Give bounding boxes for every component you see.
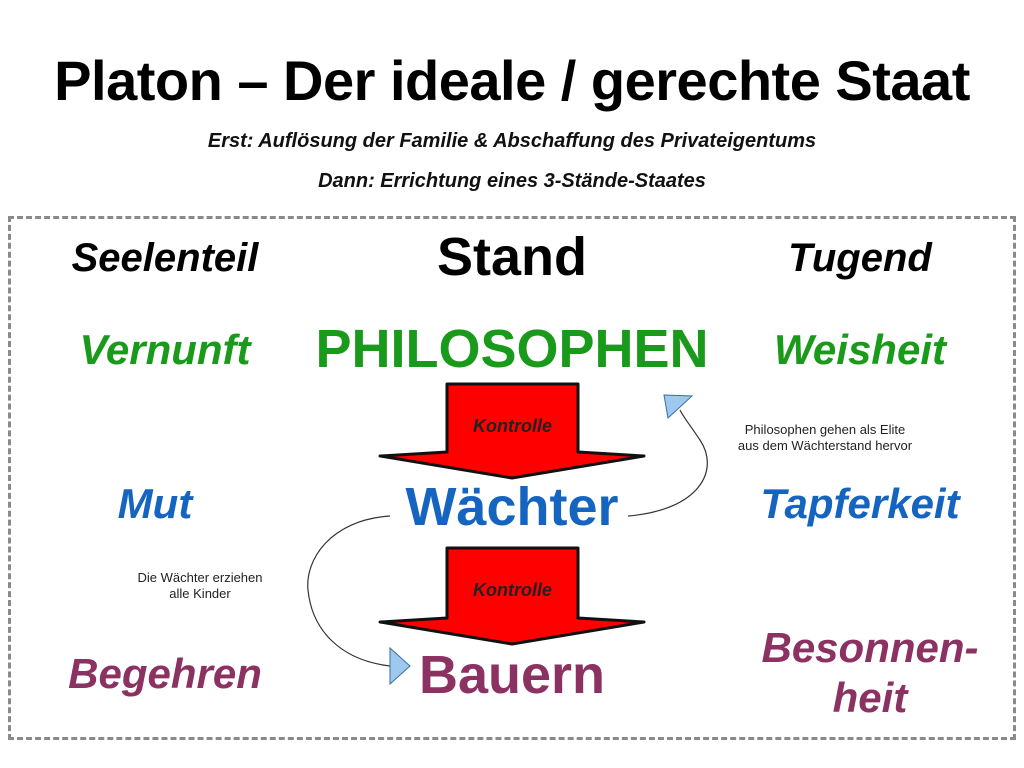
tugend-tapferkeit: Tapferkeit [760,480,960,527]
note-elite-line-2: aus dem Wächterstand hervor [737,438,913,453]
stand-bauern: Bauern [418,645,606,705]
control-label-top: Kontrolle [473,416,552,436]
note-elite: Philosophen gehen als Elite aus dem Wäch… [700,422,950,454]
seelenteil-vernunft: Vernunft [79,326,251,373]
seelenteil-mut: Mut [117,480,193,527]
note-education: Die Wächter erziehen alle Kinder [120,570,280,602]
control-arrow-bottom-icon [378,546,646,646]
control-label-bottom: Kontrolle [473,580,552,600]
stand-waechter: Wächter [405,477,619,537]
subtitle-first: Erst: Auflösung der Familie & Abschaffun… [207,130,817,152]
tugend-besonnenheit-2: heit [832,674,908,721]
column-header-seelenteil: Seelenteil [71,236,259,280]
seelenteil-begehren: Begehren [68,650,262,697]
note-education-line-2: alle Kinder [169,586,231,601]
column-header-tugend: Tugend [788,236,932,280]
arrowhead-elite-icon [663,394,694,419]
tugend-besonnenheit-1: Besonnen- [761,624,979,671]
curve-education-icon [307,515,391,667]
stand-philosophen: PHILOSOPHEN [315,319,709,379]
arrowhead-education-icon [389,646,411,686]
page-title: Platon – Der ideale / gerechte Staat [54,49,970,112]
curve-elite-icon [627,409,708,517]
tugend-weisheit: Weisheit [774,326,946,373]
column-header-stand: Stand [436,227,587,287]
note-elite-line-1: Philosophen gehen als Elite [744,422,906,437]
diagram-frame [8,216,1016,740]
note-education-line-1: Die Wächter erziehen [137,570,263,585]
subtitle-then: Dann: Errichtung eines 3-Stände-Staates [318,170,706,192]
control-arrow-top-icon [378,382,646,480]
